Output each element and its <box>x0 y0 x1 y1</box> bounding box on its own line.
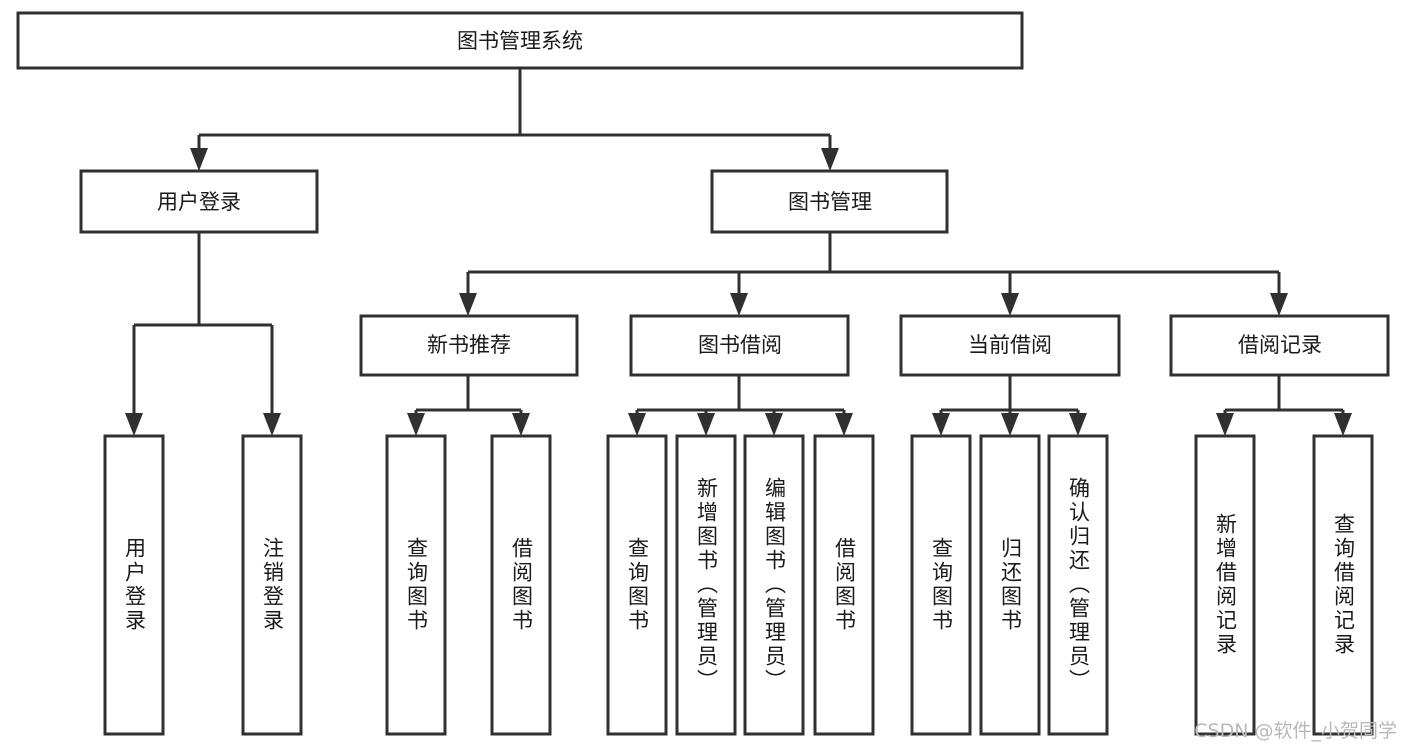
leaf-box-edit-book-admin[interactable] <box>743 434 805 736</box>
node-current-borrow-label: 当前借阅 <box>968 333 1052 357</box>
connector-group-borrow-record <box>1216 375 1352 436</box>
arrow-head-icon <box>730 293 748 316</box>
arrow-head-icon <box>628 413 646 436</box>
node-new-book-recommend[interactable]: 新书推荐 <box>359 314 579 377</box>
connector-group-new-book <box>407 375 530 436</box>
leaf-box-borrow-book-new[interactable] <box>490 434 552 736</box>
arrow-head-icon <box>1001 293 1019 316</box>
node-user-login-label: 用户登录 <box>157 190 241 214</box>
leaf-box-query-book-current[interactable] <box>910 434 972 736</box>
node-borrow-record[interactable]: 借阅记录 <box>1169 314 1390 377</box>
node-current-borrow[interactable]: 当前借阅 <box>899 314 1121 377</box>
node-book-borrow[interactable]: 图书借阅 <box>629 314 850 377</box>
node-root-box[interactable] <box>16 11 1024 70</box>
arrow-head-icon <box>1334 413 1352 436</box>
leaf-box-user-login[interactable] <box>103 434 165 736</box>
arrow-head-icon <box>125 413 143 436</box>
node-book-borrow-label: 图书借阅 <box>698 333 782 357</box>
leaf-box-logout-login[interactable] <box>241 434 303 736</box>
leaf-box-query-book-new[interactable] <box>385 434 447 736</box>
arrow-head-icon <box>932 413 950 436</box>
arrow-head-icon <box>407 413 425 436</box>
arrow-head-icon <box>190 148 208 171</box>
node-book-borrow-box[interactable] <box>629 314 850 377</box>
node-user-login-box[interactable] <box>79 169 319 234</box>
arrow-head-icon <box>1270 293 1288 316</box>
node-new-book-recommend-box[interactable] <box>359 314 579 377</box>
connector-group-book-management <box>459 232 1288 316</box>
connector-group-user-login <box>125 232 281 436</box>
node-root-system[interactable]: 图书管理系统 <box>16 11 1024 70</box>
node-borrow-record-box[interactable] <box>1169 314 1390 377</box>
arrow-head-icon <box>835 413 853 436</box>
arrow-head-icon <box>1001 413 1019 436</box>
leaf-box-query-borrow-record[interactable] <box>1312 434 1374 736</box>
node-borrow-record-label: 借阅记录 <box>1238 333 1322 357</box>
leaf-box-return-book[interactable] <box>979 434 1041 736</box>
node-book-management-label: 图书管理 <box>788 190 872 214</box>
watermark-text: CSDN @软件_小贺同学 <box>1194 720 1397 742</box>
connector-group-book-borrow <box>628 375 853 436</box>
arrow-head-icon <box>1069 413 1087 436</box>
arrow-head-icon <box>765 413 783 436</box>
node-root-label: 图书管理系统 <box>457 29 583 53</box>
connector-group-current-borrow <box>932 375 1087 436</box>
connector-group-root <box>190 68 839 171</box>
node-book-management[interactable]: 图书管理 <box>710 169 949 234</box>
leaf-box-query-book-borrow[interactable] <box>606 434 668 736</box>
leaf-box-group <box>103 434 1374 736</box>
leaf-box-add-book-admin[interactable] <box>675 434 737 736</box>
node-user-login[interactable]: 用户登录 <box>79 169 319 234</box>
arrow-head-icon <box>697 413 715 436</box>
node-new-book-recommend-label: 新书推荐 <box>427 333 511 357</box>
node-book-management-box[interactable] <box>710 169 949 234</box>
arrow-head-icon <box>263 413 281 436</box>
arrow-head-icon <box>1216 413 1234 436</box>
leaf-box-confirm-return-admin[interactable] <box>1047 434 1109 736</box>
arrow-head-icon <box>512 413 530 436</box>
leaf-box-borrow-book[interactable] <box>813 434 875 736</box>
node-current-borrow-box[interactable] <box>899 314 1121 377</box>
arrow-head-icon <box>459 293 477 316</box>
arrow-head-icon <box>821 148 839 171</box>
leaf-box-add-borrow-record[interactable] <box>1194 434 1256 736</box>
